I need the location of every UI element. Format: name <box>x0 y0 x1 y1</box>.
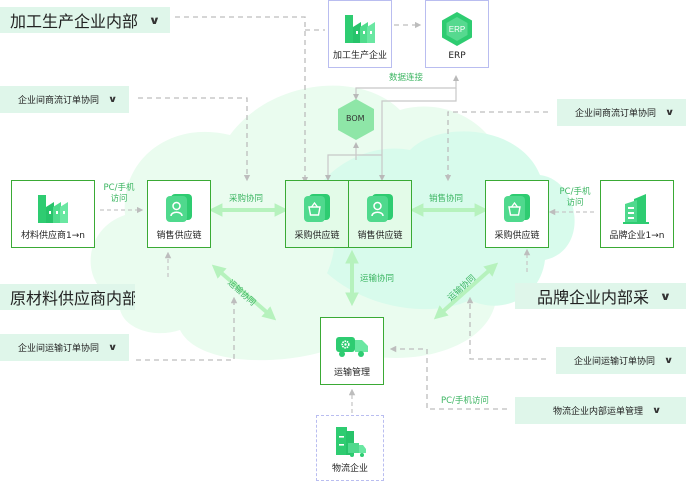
erp-hexagon-icon: ERP <box>442 12 472 46</box>
banner-logistics-internal[interactable]: 物流企业内部运单管理 ∨ <box>515 397 686 424</box>
label-purchase-collab: 采购协同 <box>229 194 264 204</box>
connector-bom-split <box>325 154 382 181</box>
connector-erp-center <box>379 88 457 181</box>
label-pc-mobile-left-line1: PC/手机 <box>103 183 135 193</box>
connector-erp-bom <box>353 75 459 100</box>
node-transport-mgmt-label: 运输管理 <box>333 368 370 378</box>
label-sales-collab: 销售协同 <box>429 194 464 204</box>
arrow-transport-left <box>211 264 277 321</box>
banner-right-order-collab[interactable]: 企业间商流订单协同 ∨ <box>557 99 686 126</box>
sales-person-icon <box>166 194 192 222</box>
label-pc-mobile-right: PC/手机 访问 <box>555 187 595 209</box>
chevron-down-icon[interactable]: ∨ <box>663 355 674 366</box>
chevron-down-icon[interactable]: ∨ <box>651 405 662 416</box>
node-material-supplier-label: 材料供应商1→n <box>21 231 85 241</box>
factory-icon <box>345 15 375 43</box>
label-pc-mobile-right-line2: 访问 <box>566 198 584 208</box>
banner-processing-internal-label: 加工生产企业内部 <box>10 12 139 31</box>
connector-logistics-internal <box>389 345 507 410</box>
banner-brand-internal[interactable]: 品牌企业内部采 ∨ <box>515 283 686 309</box>
node-center-purchase-chain-label: 采购供应链 <box>294 231 340 241</box>
node-right-purchase-chain[interactable]: 采购供应链 <box>485 180 549 248</box>
node-material-supplier[interactable]: 材料供应商1→n <box>11 180 95 248</box>
node-erp[interactable]: ERP ERP <box>425 0 489 68</box>
node-brand-enterprise-label: 品牌企业1→n <box>609 231 665 241</box>
banner-right-transport-collab-label: 企业间运输订单协同 <box>574 357 656 367</box>
chevron-down-icon[interactable]: ∨ <box>107 94 118 105</box>
connector-left-order <box>138 97 251 182</box>
logistics-truck-icon <box>336 427 366 457</box>
banner-logistics-internal-label: 物流企业内部运单管理 <box>553 407 644 417</box>
banner-supplier-internal[interactable]: 原材料供应商内部 <box>0 284 135 310</box>
connector-right-transport <box>466 296 546 360</box>
node-transport-mgmt[interactable]: 运输管理 <box>320 317 384 385</box>
node-center-sales-chain-label: 销售供应链 <box>357 231 403 241</box>
banner-supplier-internal-label: 原材料供应商内部 <box>10 289 135 308</box>
node-left-sales-chain-label: 销售供应链 <box>156 231 202 241</box>
banner-left-order-collab[interactable]: 企业间商流订单协同 ∨ <box>0 86 129 113</box>
label-data-connection: 数据连接 <box>389 73 424 83</box>
banner-left-order-collab-label: 企业间商流订单协同 <box>18 96 100 106</box>
node-logistics-enterprise-label: 物流企业 <box>331 464 368 474</box>
connector-processing-banner <box>175 16 309 184</box>
basket-icon <box>304 194 330 222</box>
banner-left-transport-collab-label: 企业间运输订单协同 <box>18 344 100 354</box>
svg-text:ERP: ERP <box>449 25 465 34</box>
banner-brand-internal-label: 品牌企业内部采 <box>537 288 650 307</box>
label-pc-mobile-bottom: PC/手机访问 <box>441 396 489 406</box>
sales-person-icon <box>367 194 393 222</box>
banner-right-order-collab-label: 企业间商流订单协同 <box>575 109 657 119</box>
label-pc-mobile-right-line1: PC/手机 <box>559 187 591 197</box>
arrow-transport-right <box>433 262 499 320</box>
node-processing-enterprise[interactable]: 加工生产企业 <box>328 0 392 68</box>
label-transport-collab-center: 运输协同 <box>360 274 395 284</box>
label-pc-mobile-left-line2: 访问 <box>110 194 128 204</box>
node-erp-label: ERP <box>448 51 466 61</box>
label-pc-mobile-left: PC/手机 访问 <box>99 183 139 205</box>
chevron-down-icon[interactable]: ∨ <box>107 342 118 353</box>
basket-icon <box>504 194 530 222</box>
chevron-down-icon[interactable]: ∨ <box>664 107 675 118</box>
node-left-sales-chain[interactable]: 销售供应链 <box>147 180 211 248</box>
node-center-sales-chain[interactable]: 销售供应链 <box>348 180 412 248</box>
banner-right-transport-collab[interactable]: 企业间运输订单协同 ∨ <box>556 347 686 374</box>
node-processing-enterprise-label: 加工生产企业 <box>332 51 387 61</box>
chevron-down-icon[interactable]: ∨ <box>148 13 161 27</box>
node-brand-enterprise[interactable]: 品牌企业1→n <box>600 180 674 248</box>
banner-processing-internal[interactable]: 加工生产企业内部 ∨ <box>0 7 170 33</box>
node-logistics-enterprise[interactable]: 物流企业 <box>316 415 384 481</box>
bom-hexagon <box>338 99 374 140</box>
node-center-purchase-chain[interactable]: 采购供应链 <box>285 180 349 248</box>
factory-icon <box>38 195 68 223</box>
banner-left-transport-collab[interactable]: 企业间运输订单协同 ∨ <box>0 334 129 361</box>
cloud-right <box>300 131 575 310</box>
building-icon <box>623 194 649 224</box>
truck-gear-icon <box>336 337 368 357</box>
connector-right-order <box>444 111 548 182</box>
node-right-purchase-chain-label: 采购供应链 <box>494 231 540 241</box>
chevron-down-icon[interactable]: ∨ <box>659 289 672 303</box>
bom-label: BOM <box>346 114 365 123</box>
